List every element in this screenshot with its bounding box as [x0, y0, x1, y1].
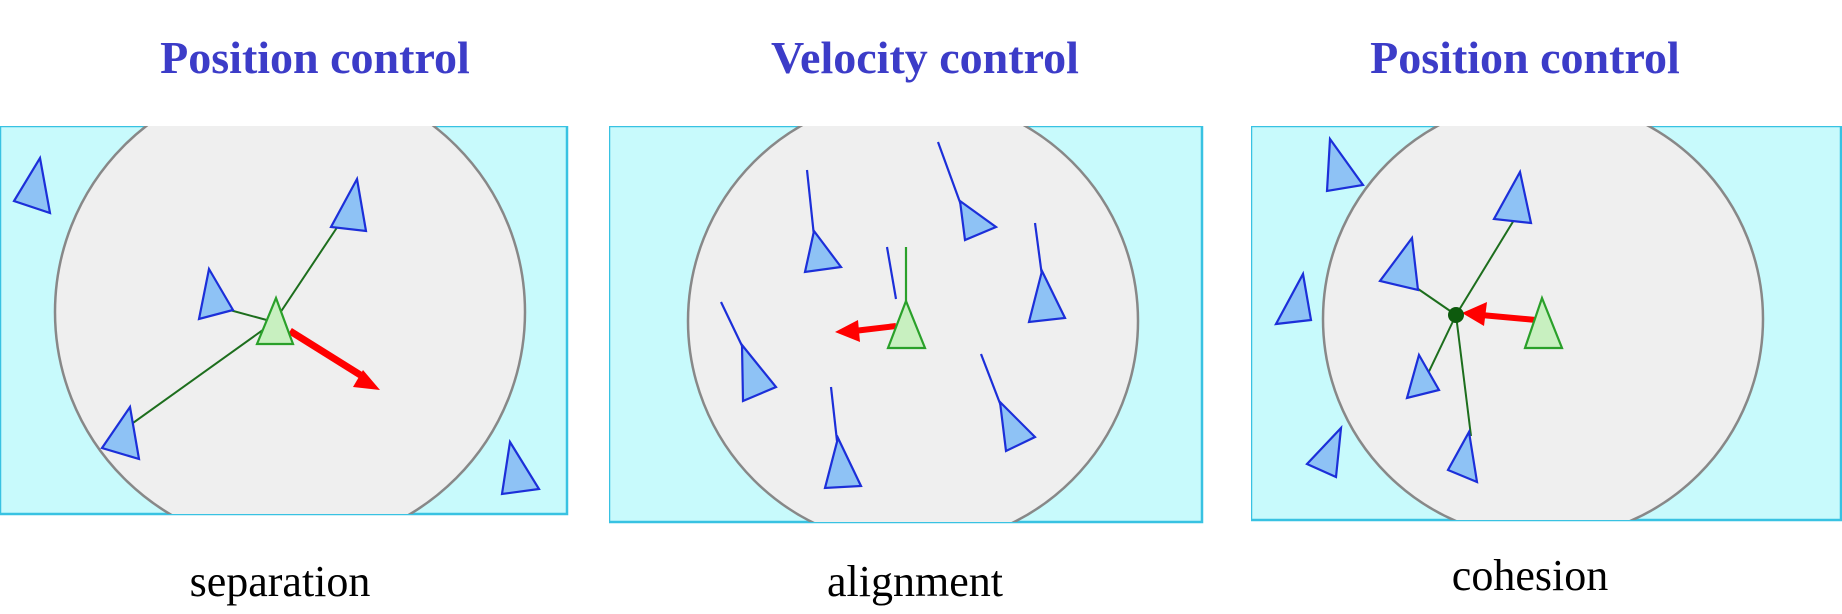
steering-arrow-shaft	[1480, 312, 1537, 323]
arrow-icon	[1462, 302, 1487, 326]
boid-icon	[1492, 168, 1533, 225]
boid-icon	[740, 341, 778, 403]
boid-icon	[329, 175, 368, 233]
panel-title-alignment: Velocity control	[771, 32, 1079, 83]
neighborhood-circle	[53, 126, 527, 514]
center-of-mass-dot-icon	[1448, 307, 1464, 323]
cohesion-diagram	[1251, 126, 1842, 522]
separation-diagram	[0, 126, 569, 516]
boid-icon	[1405, 352, 1441, 400]
velocity-heading	[936, 141, 963, 206]
boid-icon	[12, 154, 52, 215]
steering-arrow-shaft	[288, 328, 364, 379]
boid-icon	[1027, 267, 1067, 324]
velocity-heading	[805, 169, 816, 237]
boid-icon	[500, 438, 541, 496]
velocity-heading	[885, 246, 898, 300]
velocity-heading	[829, 386, 839, 442]
boid-icon	[1274, 270, 1313, 326]
alignment-diagram	[609, 126, 1204, 524]
arrow-icon	[353, 370, 380, 390]
boid-icon	[100, 404, 141, 461]
panel-title-separation: Position control	[160, 32, 470, 83]
neighbor-link	[125, 321, 275, 429]
neighbor-link	[1455, 314, 1472, 437]
velocity-heading	[1033, 222, 1044, 277]
boid-icon	[958, 198, 999, 242]
caption-alignment: alignment	[827, 557, 1003, 606]
caption-separation: separation	[189, 557, 371, 606]
boid-icon	[1305, 424, 1343, 479]
caption-cohesion: cohesion	[1451, 551, 1609, 600]
agent-triangle-icon	[1523, 294, 1564, 350]
boid-icon	[823, 434, 863, 490]
velocity-heading	[720, 301, 745, 351]
boid-icon	[1325, 135, 1365, 193]
boid-icon	[197, 265, 235, 321]
neighbor-link	[1455, 219, 1515, 316]
boid-icon	[1446, 428, 1479, 484]
boid-icon	[998, 398, 1037, 453]
agent-triangle-icon	[255, 294, 295, 346]
neighbor-link	[273, 225, 339, 323]
boid-icon	[1378, 235, 1420, 292]
velocity-heading	[979, 353, 1003, 407]
steering-arrow-shaft	[853, 323, 897, 334]
arrow-icon	[835, 320, 860, 342]
boid-icon	[803, 228, 843, 274]
panel-title-cohesion: Position control	[1370, 32, 1680, 83]
agent-triangle-icon	[886, 297, 927, 350]
